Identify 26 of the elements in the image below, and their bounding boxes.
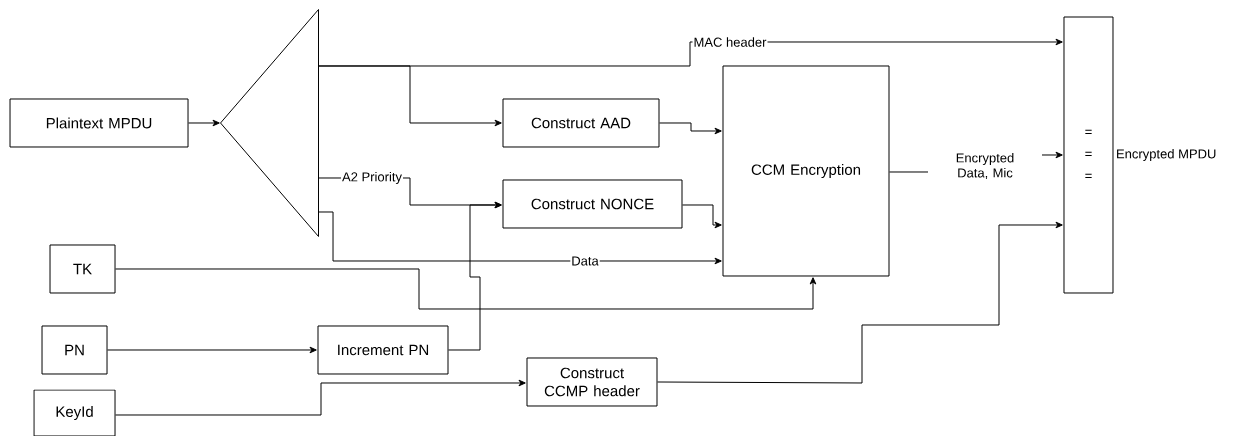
edge-label: Data [570,255,600,267]
arrow [318,211,722,265]
input-box: KeyId [33,389,116,436]
process-box: Construct CCMP header [526,357,658,407]
process-box: Construct NONCE [502,179,683,229]
process-box: Construct AAD [502,98,660,148]
arrow [107,346,317,354]
arrow [188,119,220,127]
edge-label: MAC header [692,36,768,48]
process-box: Plaintext MPDU [9,98,189,148]
arrow [115,268,817,310]
process-box: Increment PN [317,325,449,375]
arrow [448,201,502,351]
arrow [682,204,722,229]
input-box: PN [41,325,108,375]
arrow [657,221,1063,384]
arrow [659,122,722,135]
edge-label: A2 Priority [341,170,403,186]
input-box: TK [49,244,116,294]
splitter-triangle [220,9,319,237]
multiplexer-box: = = = [1063,16,1114,294]
process-box: CCM Encryption [722,65,890,277]
arrow [318,65,502,127]
output-label: Encrypted MPDU [1117,148,1216,162]
edge-label: Encrypted Data, Mic [928,151,1042,181]
arrow [115,379,526,416]
